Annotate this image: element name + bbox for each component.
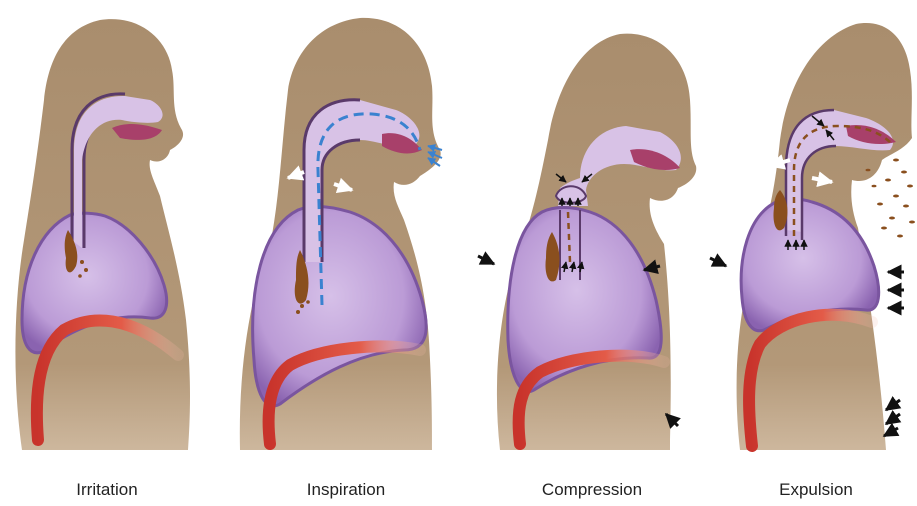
panel-compression bbox=[478, 34, 696, 450]
panel-inspiration bbox=[240, 18, 442, 450]
panel-irritation bbox=[15, 19, 190, 450]
caption-expulsion: Expulsion bbox=[716, 480, 916, 500]
caption-irritation: Irritation bbox=[7, 480, 207, 500]
panel-expulsion bbox=[710, 23, 915, 450]
caption-compression: Compression bbox=[492, 480, 692, 500]
caption-inspiration: Inspiration bbox=[246, 480, 446, 500]
closed-glottis bbox=[556, 186, 586, 203]
